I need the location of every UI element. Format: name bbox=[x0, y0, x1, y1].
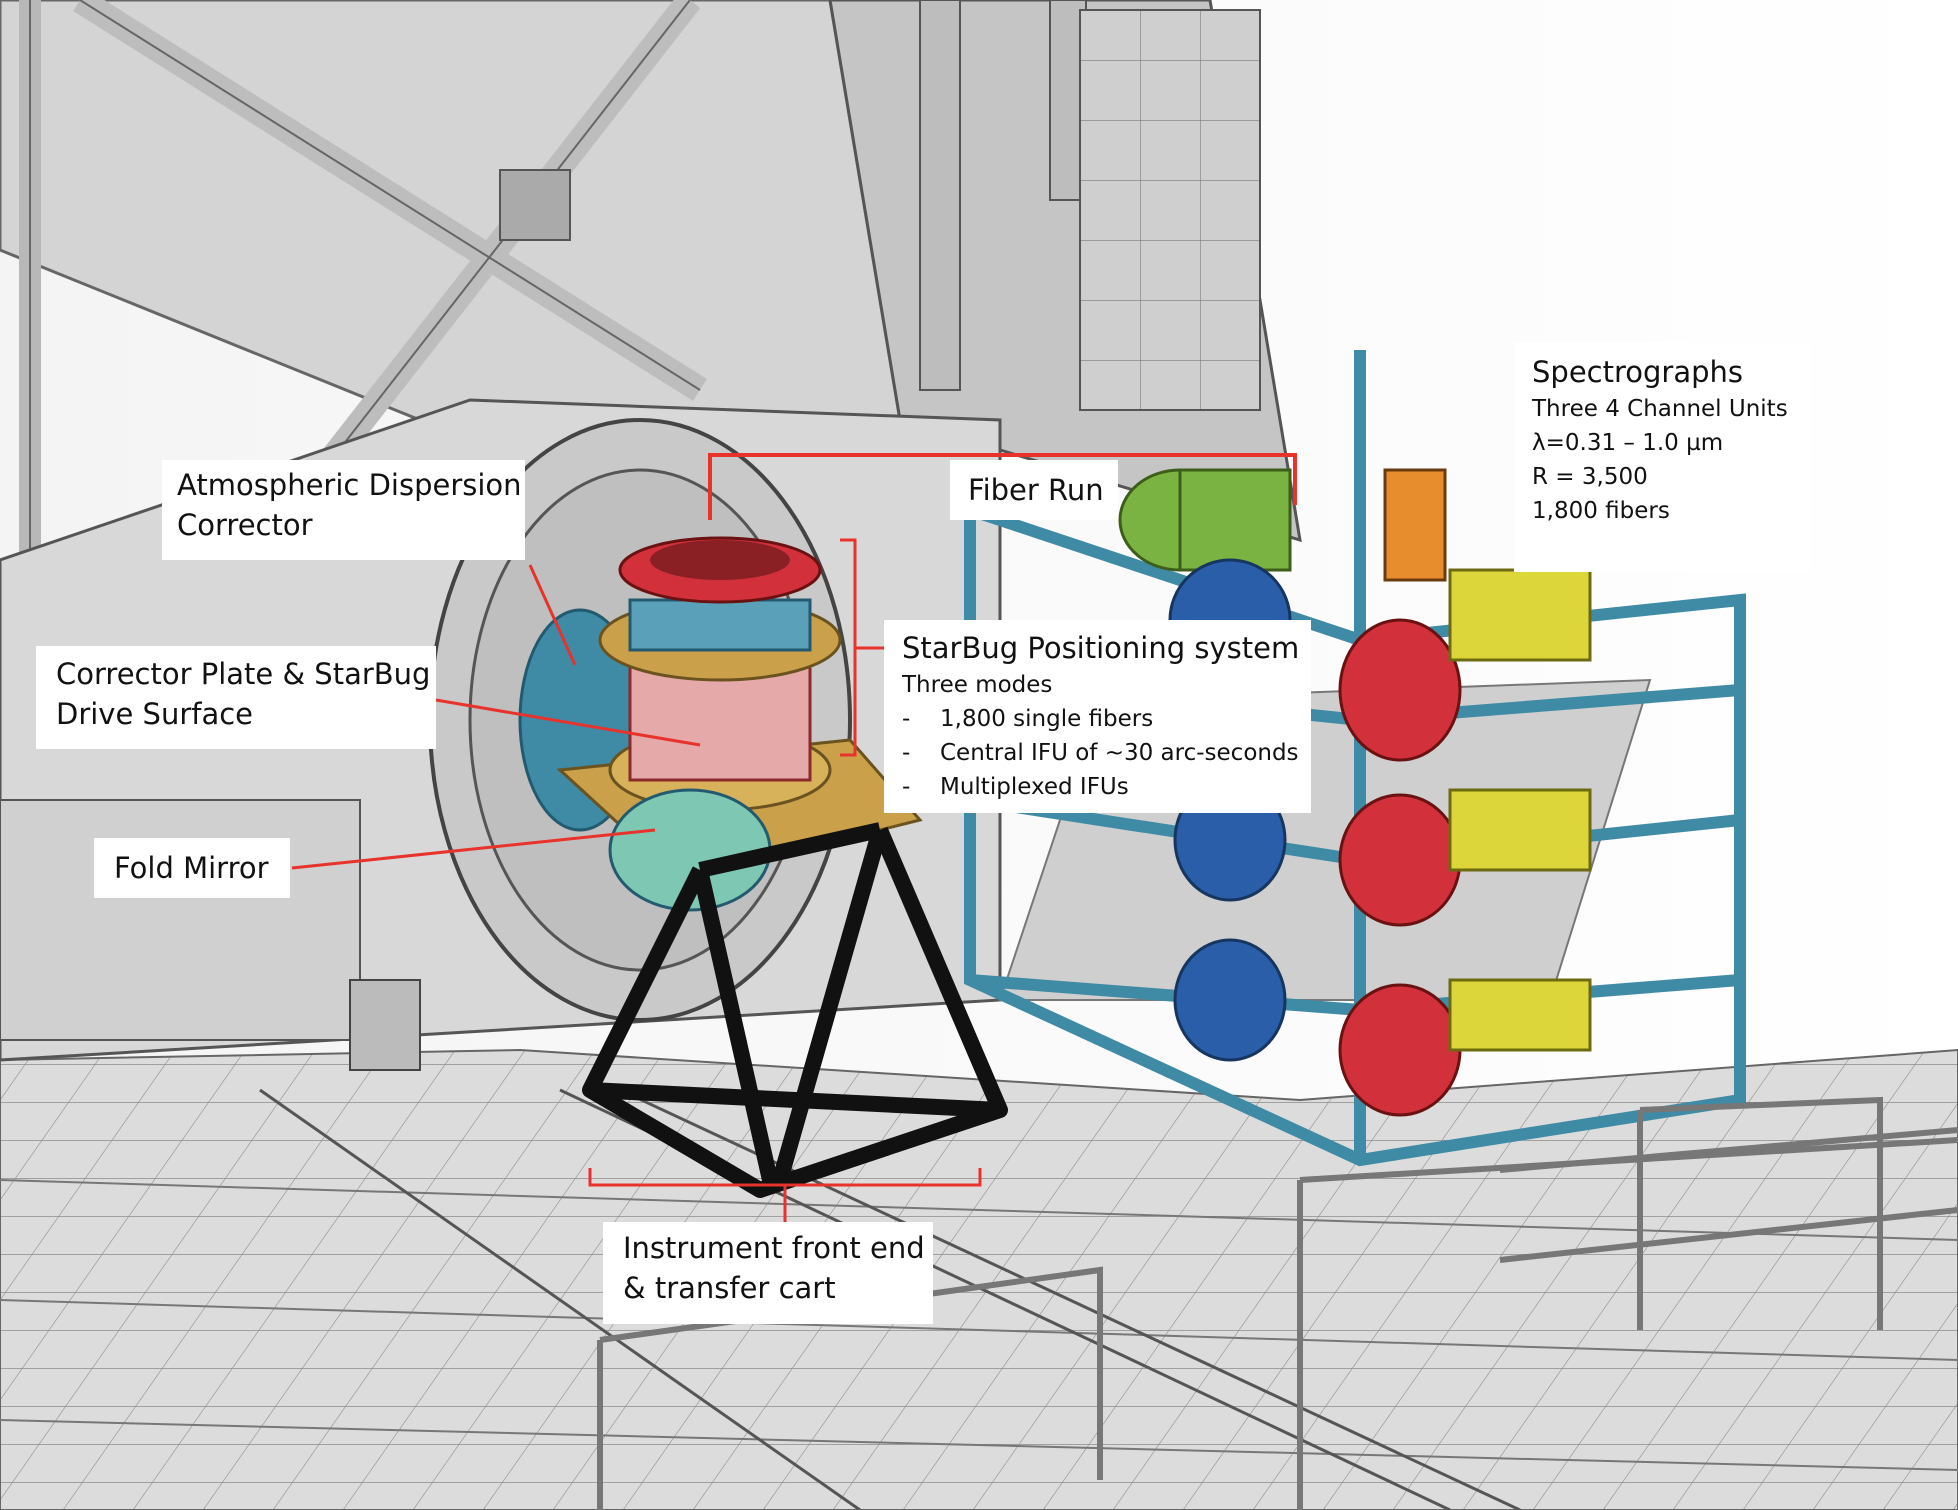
adc-callout: Atmospheric Dispersion Corrector bbox=[162, 460, 525, 560]
fold-mirror-label: Fold Mirror bbox=[114, 851, 269, 885]
spectrographs-line: λ=0.31 – 1.0 µm bbox=[1532, 430, 1724, 456]
spectrographs-callout: Spectrographs Three 4 Channel Units λ=0.… bbox=[1514, 342, 1811, 572]
starbug-mode-item: -Multiplexed IFUs bbox=[902, 774, 1129, 800]
telescope-truss bbox=[0, 0, 1302, 720]
spectrographs-line: 1,800 fibers bbox=[1532, 498, 1670, 524]
adc-label-line1: Atmospheric Dispersion bbox=[177, 468, 522, 502]
corrector-label-line1: Corrector Plate & StarBug bbox=[56, 657, 431, 691]
spectrographs-line: Three 4 Channel Units bbox=[1532, 396, 1788, 422]
transfer-cart-callout: Instrument front end & transfer cart bbox=[603, 1222, 933, 1324]
spectrographs-line: R = 3,500 bbox=[1532, 464, 1648, 490]
starbug-title: StarBug Positioning system bbox=[902, 631, 1300, 665]
starbug-callout: StarBug Positioning system Three modes -… bbox=[884, 620, 1311, 813]
starbug-mode-item: -Central IFU of ~30 arc-seconds bbox=[902, 740, 1299, 766]
corrector-plate-callout: Corrector Plate & StarBug Drive Surface bbox=[36, 646, 436, 749]
floor-platform bbox=[0, 1048, 1958, 1510]
leader-lines bbox=[291, 453, 1297, 1225]
spectrographs-title: Spectrographs bbox=[1532, 355, 1744, 389]
corrector-label-line2: Drive Surface bbox=[56, 697, 254, 731]
adc-label-line2: Corrector bbox=[177, 508, 313, 542]
starbug-subtitle: Three modes bbox=[902, 672, 1053, 698]
front-end-assembly bbox=[556, 536, 923, 912]
cart-label-line1: Instrument front end bbox=[623, 1231, 925, 1265]
fiber-run-label: Fiber Run bbox=[968, 473, 1104, 507]
cart-label-line2: & transfer cart bbox=[623, 1271, 836, 1305]
starbug-mode-list: -1,800 single fibers -Central IFU of ~30… bbox=[902, 702, 1311, 804]
spectrograph-frame bbox=[964, 350, 1746, 1167]
fiber-run-callout: Fiber Run bbox=[950, 460, 1118, 520]
starbug-mode-item: -1,800 single fibers bbox=[902, 706, 1154, 732]
transfer-cart bbox=[582, 822, 1008, 1198]
fold-mirror-callout: Fold Mirror bbox=[94, 838, 290, 898]
platform-railings bbox=[597, 1096, 1958, 1510]
